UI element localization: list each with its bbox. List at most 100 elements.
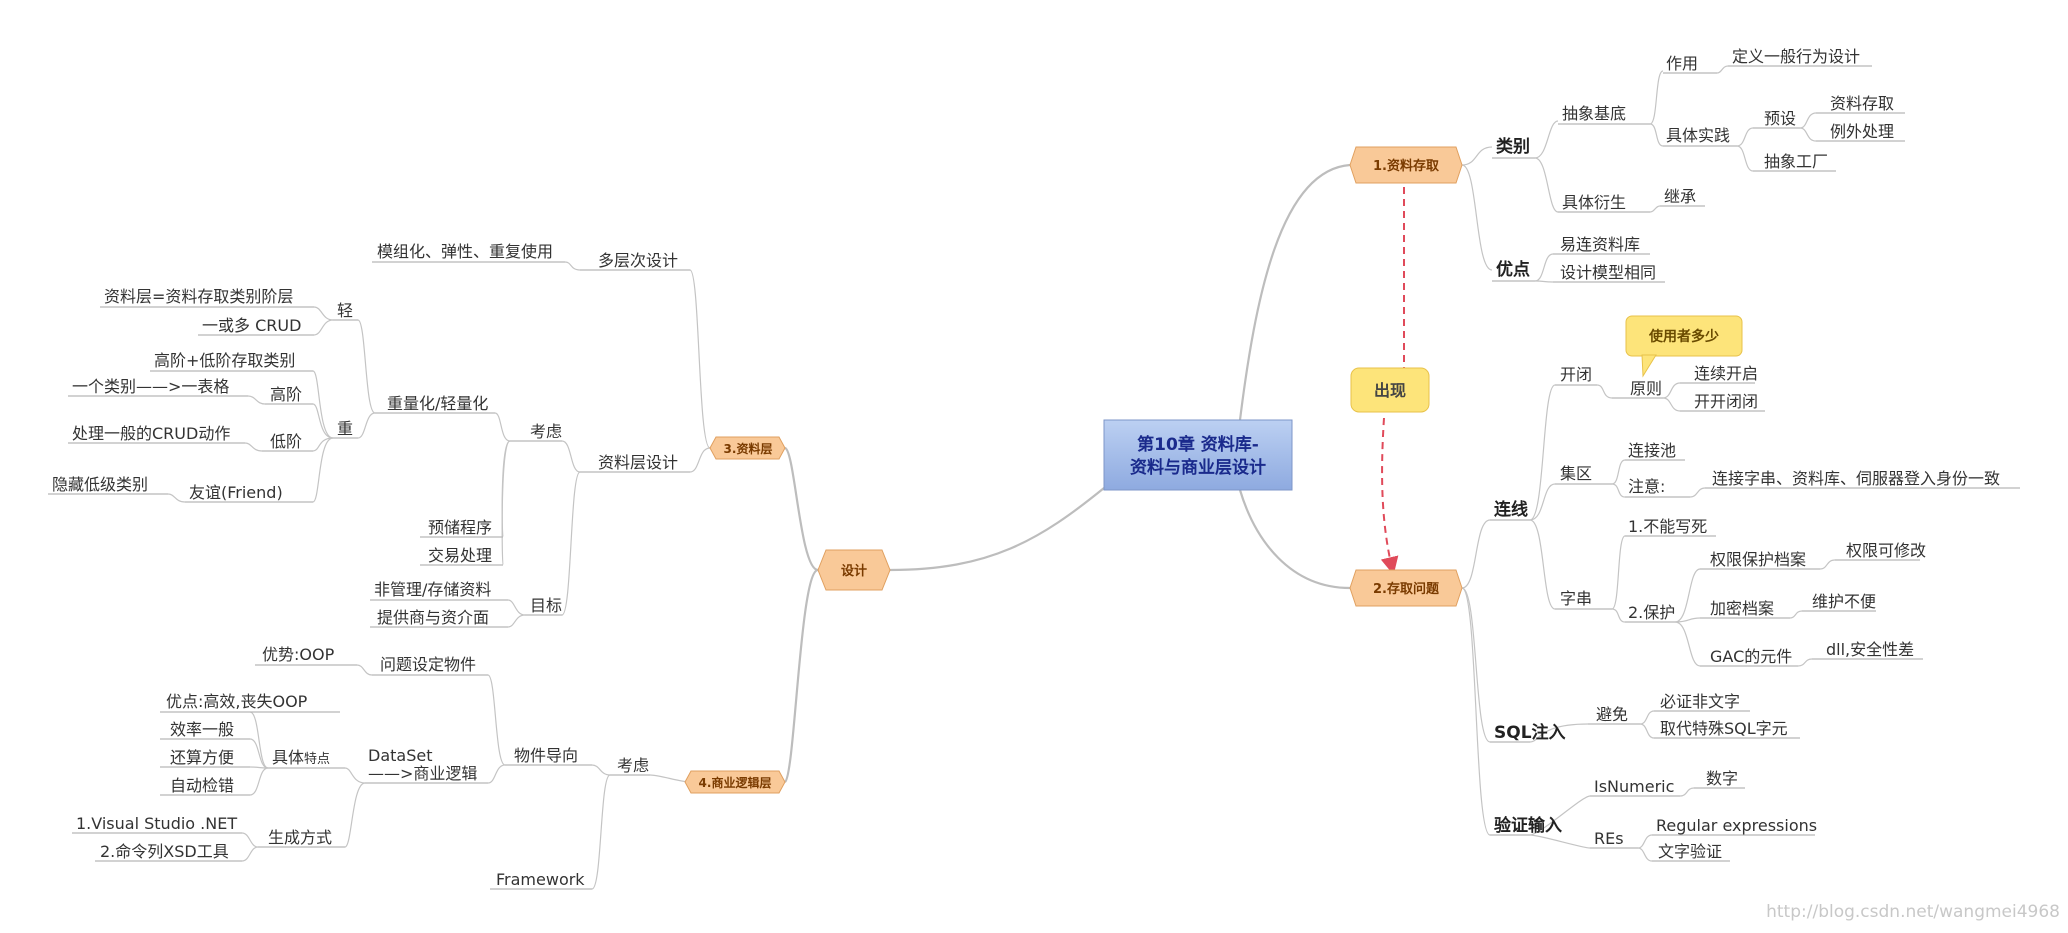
enc-label[interactable]: 加密档案 bbox=[1710, 599, 1774, 618]
gen-item-1[interactable]: 1.Visual Studio .NET bbox=[76, 814, 237, 833]
gac-child[interactable]: dll,安全性差 bbox=[1826, 640, 1914, 659]
dataset-line1[interactable]: DataSet bbox=[368, 746, 432, 765]
topic-design[interactable]: 设计 bbox=[817, 549, 891, 591]
topic-design-label: 设计 bbox=[841, 563, 867, 579]
derive-child[interactable]: 继承 bbox=[1664, 187, 1696, 206]
category-label[interactable]: 类别 bbox=[1496, 136, 1530, 157]
res-label[interactable]: REs bbox=[1594, 829, 1624, 848]
trunk-connectors bbox=[784, 163, 1351, 783]
light-item-2[interactable]: 一或多 CRUD bbox=[202, 316, 301, 335]
trans-label[interactable]: 交易处理 bbox=[428, 546, 492, 565]
light-label[interactable]: 轻 bbox=[337, 301, 353, 320]
enc-child[interactable]: 维护不便 bbox=[1812, 592, 1876, 611]
friend-label[interactable]: 友谊(Friend) bbox=[189, 483, 283, 502]
res-item-2[interactable]: 文字验证 bbox=[1658, 842, 1722, 861]
goal-item-1[interactable]: 非管理/存储资料 bbox=[374, 580, 491, 599]
left-connectors bbox=[48, 261, 711, 890]
heavy-first[interactable]: 高阶+低阶存取类别 bbox=[154, 351, 295, 370]
avoid-label[interactable]: 避免 bbox=[1596, 705, 1628, 724]
openclose-label[interactable]: 开闭 bbox=[1560, 365, 1592, 384]
purpose-label[interactable]: 作用 bbox=[1666, 54, 1698, 73]
watermark: http://blog.csdn.net/wangmei4968 bbox=[1766, 902, 2060, 922]
principle-item-2[interactable]: 开开闭闭 bbox=[1694, 392, 1758, 411]
low-label[interactable]: 低阶 bbox=[270, 432, 302, 451]
goal-item-2[interactable]: 提供商与资介面 bbox=[377, 608, 489, 627]
principle-item-1[interactable]: 连续开启 bbox=[1694, 364, 1758, 383]
biz-consider-label[interactable]: 考虑 bbox=[617, 756, 649, 775]
res-item-1[interactable]: Regular expressions bbox=[1656, 816, 1817, 835]
principle-label[interactable]: 原则 bbox=[1630, 379, 1662, 398]
oo-label[interactable]: 物件导向 bbox=[514, 746, 578, 765]
multi-tier-child[interactable]: 模组化、弹性、重复使用 bbox=[377, 242, 553, 261]
perm-child[interactable]: 权限可修改 bbox=[1846, 541, 1926, 560]
central-title-line2: 资料与商业层设计 bbox=[1130, 457, 1266, 478]
low-child[interactable]: 处理一般的CRUD动作 bbox=[72, 424, 230, 443]
preset-label[interactable]: 预设 bbox=[1764, 109, 1796, 128]
traits-item-3[interactable]: 还算方便 bbox=[170, 748, 234, 767]
note-child[interactable]: 连接字串、资料库、伺服器登入身份一致 bbox=[1712, 469, 2000, 488]
goal-label[interactable]: 目标 bbox=[530, 596, 562, 615]
pool-label[interactable]: 集区 bbox=[1560, 464, 1592, 483]
purpose-child[interactable]: 定义一般行为设计 bbox=[1732, 47, 1860, 66]
gen-item-2[interactable]: 2.命令列XSD工具 bbox=[100, 842, 229, 861]
preset-item-2[interactable]: 例外处理 bbox=[1830, 122, 1894, 141]
central-title-line1: 第10章 资料库- bbox=[1137, 434, 1259, 455]
problem-child[interactable]: 优势:OOP bbox=[262, 645, 335, 664]
traits-item-2[interactable]: 效率一般 bbox=[170, 720, 234, 739]
string-label[interactable]: 字串 bbox=[1560, 589, 1592, 608]
high-child[interactable]: 一个类别——>一表格 bbox=[72, 377, 229, 396]
advantage-item-2[interactable]: 设计模型相同 bbox=[1560, 263, 1656, 282]
dataset-line2[interactable]: ——>商业逻辑 bbox=[368, 764, 477, 783]
proc-label[interactable]: 预储程序 bbox=[428, 518, 492, 537]
preset-item-1[interactable]: 资料存取 bbox=[1830, 94, 1894, 113]
central-topic[interactable]: 第10章 资料库- 资料与商业层设计 bbox=[1103, 419, 1293, 491]
factory-label[interactable]: 抽象工厂 bbox=[1764, 152, 1828, 171]
abstract-base-label[interactable]: 抽象基底 bbox=[1562, 104, 1626, 123]
perm-label[interactable]: 权限保护档案 bbox=[1710, 550, 1806, 569]
isnumeric-label[interactable]: IsNumeric bbox=[1594, 777, 1674, 796]
dl-consider-label[interactable]: 考虑 bbox=[530, 422, 562, 441]
protect-label[interactable]: 2.保护 bbox=[1628, 603, 1675, 622]
traits-item-4[interactable]: 自动检错 bbox=[170, 776, 234, 795]
multi-tier-label[interactable]: 多层次设计 bbox=[598, 251, 678, 270]
connect-label[interactable]: 连线 bbox=[1494, 499, 1528, 520]
avoid-item-2[interactable]: 取代特殊SQL字元 bbox=[1660, 719, 1788, 738]
callout-user-count-label: 使用者多少 bbox=[1648, 328, 1719, 345]
gac-label[interactable]: GAC的元件 bbox=[1710, 647, 1792, 666]
topic-access-issue[interactable]: 2.存取问题 bbox=[1349, 569, 1463, 607]
gen-label[interactable]: 生成方式 bbox=[268, 828, 332, 847]
avoid-item-1[interactable]: 必证非文字 bbox=[1660, 692, 1740, 711]
right-branch: 类别 抽象基底 作用 定义一般行为设计 具体实践 预设 资料存取 例外处理 抽象… bbox=[1494, 47, 2000, 861]
high-label[interactable]: 高阶 bbox=[270, 385, 302, 404]
right-connectors bbox=[1461, 65, 2020, 862]
traits-label[interactable]: 具体特点 bbox=[272, 748, 330, 767]
advantage-label[interactable]: 优点 bbox=[1496, 259, 1530, 280]
verify-label[interactable]: 验证输入 bbox=[1494, 815, 1562, 836]
light-item-1[interactable]: 资料层=资料存取类别阶层 bbox=[104, 287, 293, 306]
no-hardcode-label[interactable]: 1.不能写死 bbox=[1628, 517, 1707, 536]
topic-business-layer-label: 4.商业逻辑层 bbox=[699, 775, 772, 790]
callout-appear[interactable]: 出现 bbox=[1350, 367, 1430, 413]
problem-label[interactable]: 问题设定物件 bbox=[380, 655, 476, 674]
framework-label[interactable]: Framework bbox=[496, 870, 585, 889]
callout-user-count[interactable]: 使用者多少 bbox=[1625, 315, 1743, 378]
left-branch: 多层次设计 模组化、弹性、重复使用 资料层设计 考虑 重量化/轻量化 轻 资料层… bbox=[52, 242, 678, 889]
note-label[interactable]: 注意: bbox=[1628, 477, 1665, 496]
dl-design-label[interactable]: 资料层设计 bbox=[598, 453, 678, 472]
sql-label[interactable]: SQL注入 bbox=[1494, 722, 1566, 743]
traits-item-1[interactable]: 优点:高效,丧失OOP bbox=[166, 692, 308, 711]
topic-data-layer-label: 3.资料层 bbox=[724, 441, 773, 456]
isnumeric-child[interactable]: 数字 bbox=[1706, 769, 1738, 788]
topic-data-access-label: 1.资料存取 bbox=[1373, 158, 1440, 174]
topic-data-layer[interactable]: 3.资料层 bbox=[709, 436, 786, 460]
derive-label[interactable]: 具体衍生 bbox=[1562, 193, 1626, 212]
topic-data-access[interactable]: 1.资料存取 bbox=[1349, 146, 1463, 184]
topic-business-layer[interactable]: 4.商业逻辑层 bbox=[684, 770, 786, 794]
practice-label[interactable]: 具体实践 bbox=[1666, 126, 1730, 145]
weight-label[interactable]: 重量化/轻量化 bbox=[387, 394, 488, 413]
advantage-item-1[interactable]: 易连资料库 bbox=[1560, 235, 1640, 254]
friend-child[interactable]: 隐藏低级类别 bbox=[52, 475, 148, 494]
heavy-label[interactable]: 重 bbox=[337, 419, 353, 438]
pool-child[interactable]: 连接池 bbox=[1628, 441, 1676, 460]
